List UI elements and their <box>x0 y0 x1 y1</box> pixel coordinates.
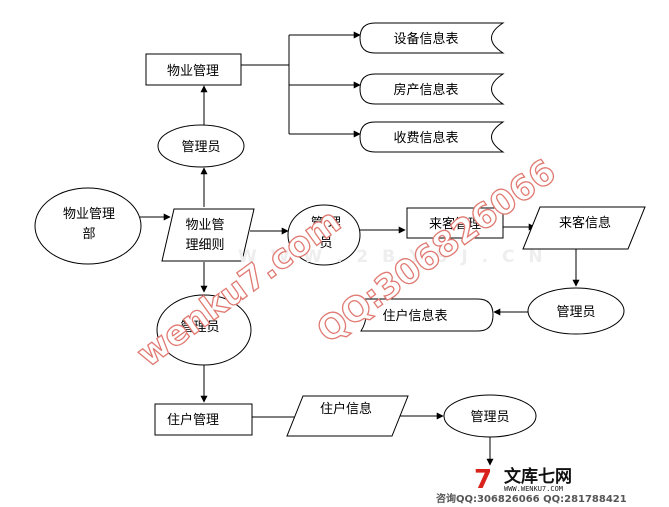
logo-url: WWW.WENKU7.COM <box>504 485 563 493</box>
logo-seven: 7 <box>474 465 492 495</box>
node-admin-left-label: 管理员 <box>180 320 219 335</box>
node-fee-table: 收费信息表 <box>359 121 505 153</box>
node-resident-table: 住户信息表 <box>360 298 494 332</box>
node-admin-bottom-label: 管理员 <box>470 410 509 425</box>
connectors <box>140 31 580 466</box>
node-resident-table-label: 住户信息表 <box>382 308 447 324</box>
node-visitor-info <box>522 206 646 250</box>
site-logo: 7 文库七网 WWW.WENKU7.COM 咨询QQ:306826066 QQ:… <box>436 465 627 505</box>
logo-contact: 咨询QQ:306826066 QQ:281788421 <box>436 492 627 505</box>
node-dept-label-2: 部 <box>82 227 95 242</box>
node-visitor-mgmt-label: 来客管理 <box>429 216 481 232</box>
node-resident-mgmt <box>154 403 253 436</box>
node-admin-right <box>527 287 625 335</box>
node-admin-top <box>157 124 245 168</box>
node-admin-mid-label-1: 管 理 <box>311 216 341 231</box>
node-detail-label-1: 物业管 <box>185 218 224 233</box>
node-admin-mid-label-2: 员 <box>319 236 332 251</box>
node-visitor-info-label: 来客信息 <box>559 215 611 231</box>
node-resident-info <box>286 395 409 437</box>
watermark-light: W W W . 2 B Y S J . C N <box>238 247 547 267</box>
logo-name: 文库七网 <box>504 466 572 487</box>
node-dept-label-1: 物业管理 <box>63 207 115 222</box>
node-admin-right-label: 管理员 <box>556 305 595 320</box>
node-admin-bottom <box>443 394 537 438</box>
node-prop-mgmt <box>145 53 242 86</box>
node-visitor-mgmt <box>406 207 504 239</box>
node-house-table-label: 房产信息表 <box>393 82 458 98</box>
node-equip-table-label: 设备信息表 <box>393 31 458 47</box>
node-resident-info-label: 住户信息 <box>320 401 372 417</box>
node-dept <box>34 187 142 265</box>
node-admin-left <box>156 294 252 366</box>
node-detail-label-2: 理细则 <box>185 238 224 253</box>
node-resident-mgmt-label: 住户管理 <box>167 412 219 428</box>
node-admin-mid <box>287 204 361 266</box>
node-admin-top-label: 管理员 <box>181 140 220 155</box>
node-equip-table: 设备信息表 <box>359 22 505 54</box>
node-house-table: 房产信息表 <box>359 73 505 105</box>
node-detail <box>161 208 255 262</box>
node-fee-table-label: 收费信息表 <box>393 130 458 146</box>
node-prop-mgmt-label: 物业管理 <box>167 64 219 79</box>
